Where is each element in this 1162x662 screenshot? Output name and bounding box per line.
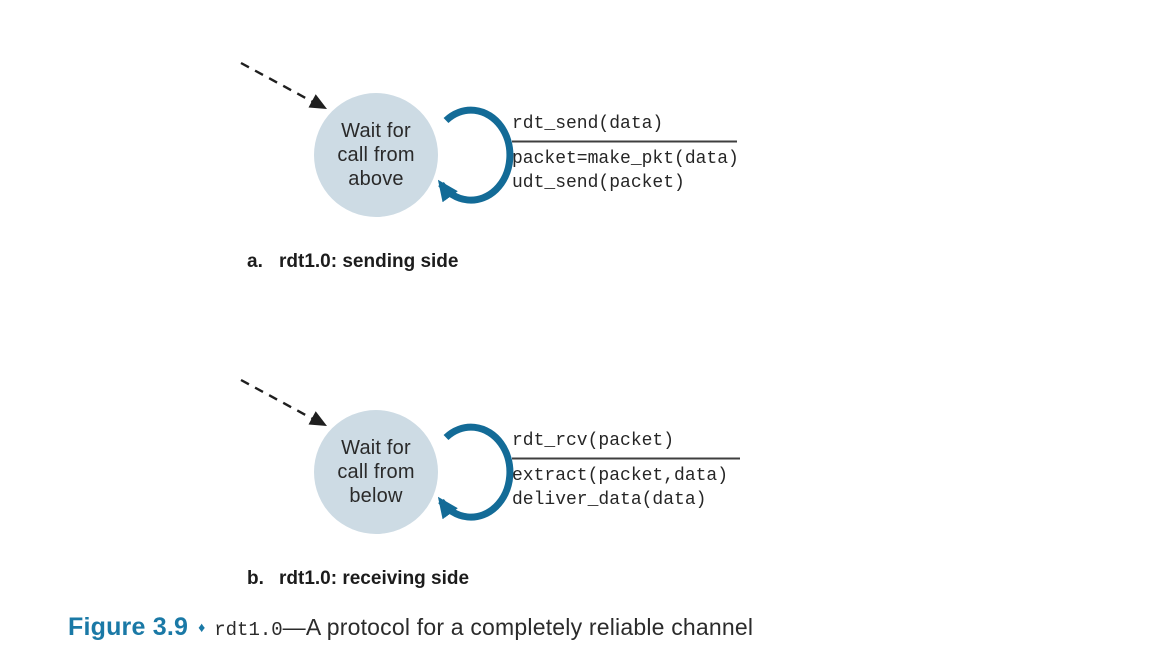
entry-arrowhead-a (308, 94, 327, 109)
self-loop-arrow-a (437, 106, 514, 204)
action-line: deliver_data(data) (512, 489, 707, 510)
transition-event-a: rdt_send(data) (512, 114, 664, 134)
transition-actions-a: packet=make_pkt(data) udt_send(packet) (512, 148, 739, 195)
diamond-bullet-icon: ♦ (198, 619, 206, 635)
entry-arrowhead-b (308, 411, 327, 426)
entry-arrow-line-a (240, 61, 314, 104)
figure-caption-code-term: rdt1.0 (214, 619, 283, 641)
state-circle-a (314, 93, 438, 217)
sub-caption-receiving-side: b. rdt1.0: receiving side (247, 568, 469, 590)
state-label-line: Wait for (341, 120, 411, 142)
sub-caption-text: rdt1.0: receiving side (279, 568, 470, 589)
sub-caption-sending-side: a. rdt1.0: sending side (247, 251, 458, 273)
action-line: extract(packet,data) (512, 466, 729, 486)
state-label-line: below (349, 485, 403, 507)
action-line: packet=make_pkt(data) (512, 149, 739, 169)
state-label-wait-call-below: Wait for call from below (312, 436, 440, 508)
state-label-line: Wait for (341, 437, 411, 459)
transition-actions-b: extract(packet,data) deliver_data(data) (512, 465, 728, 512)
self-loop-arrow-b (437, 423, 514, 521)
sub-caption-letter: b. (247, 568, 264, 589)
sub-caption-text: rdt1.0: sending side (279, 251, 459, 272)
sub-caption-letter: a. (247, 251, 263, 272)
state-label-line: above (348, 168, 404, 190)
state-label-wait-call-above: Wait for call from above (312, 119, 440, 191)
figure-caption-text: —A protocol for a completely reliable ch… (282, 614, 754, 640)
figure-number-label: Figure 3.9 (68, 613, 189, 641)
action-line: udt_send(packet) (512, 172, 685, 193)
transition-event-b: rdt_rcv(packet) (512, 431, 675, 451)
figure-caption: Figure 3.9 ♦ rdt1.0 —A protocol for a co… (68, 613, 753, 642)
state-label-line: call from (337, 144, 415, 166)
entry-arrow-line-b (240, 378, 314, 421)
state-label-line: call from (337, 461, 415, 483)
state-circle-b (314, 410, 438, 534)
